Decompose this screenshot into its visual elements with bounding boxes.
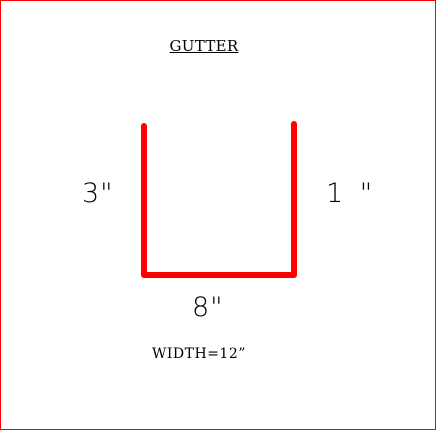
diagram-title: GUTTER xyxy=(169,37,239,55)
gutter-profile-line xyxy=(141,121,297,278)
left-leg-dimension: 3" xyxy=(82,178,114,209)
width-label: WIDTH=12” xyxy=(152,346,246,362)
bottom-dimension: 8" xyxy=(192,292,224,323)
right-leg-dimension: 1 " xyxy=(326,178,377,209)
